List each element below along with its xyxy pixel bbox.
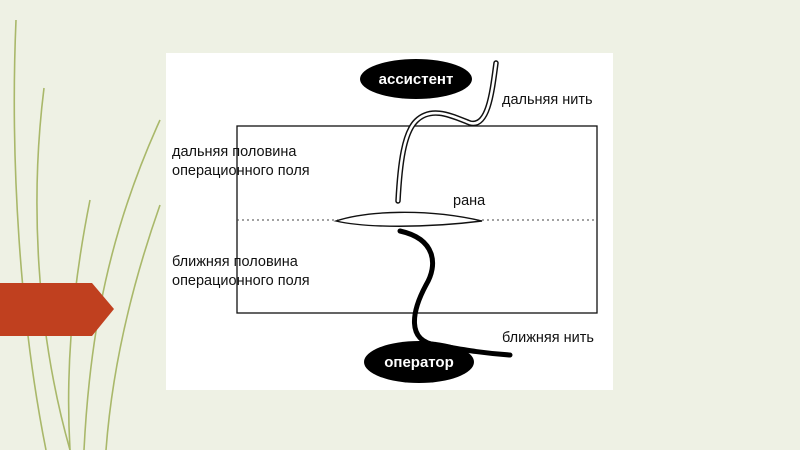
decor-curve-3 (83, 119, 161, 450)
near-half-label-line1: ближняя половина (172, 254, 298, 270)
near-thread-label: ближняя нить (502, 330, 594, 346)
decor-curve-5 (67, 199, 91, 450)
diagram-drawing (236, 60, 598, 358)
red-arrow-shape (0, 283, 114, 336)
decor-curve-2 (13, 19, 47, 450)
far-thread-inner (396, 61, 498, 203)
decor-curve-1 (36, 87, 71, 450)
wound-label: рана (453, 193, 486, 209)
assistant-badge: ассистент (360, 59, 472, 99)
diagram-figure: ассистент оператор дальняя нить дальняя … (166, 53, 613, 390)
wound-shape (333, 211, 483, 227)
far-half-label-line2: операционного поля (172, 163, 310, 179)
operator-badge: оператор (364, 341, 474, 383)
near-thread (397, 228, 513, 358)
far-half-label-line1: дальняя половина (172, 144, 297, 160)
far-thread-label: дальняя нить (502, 92, 593, 108)
near-half-label-line2: операционного поля (172, 273, 310, 289)
decor-curve-4 (105, 204, 161, 450)
assistant-label: ассистент (378, 70, 454, 88)
operator-label: оператор (384, 353, 454, 371)
